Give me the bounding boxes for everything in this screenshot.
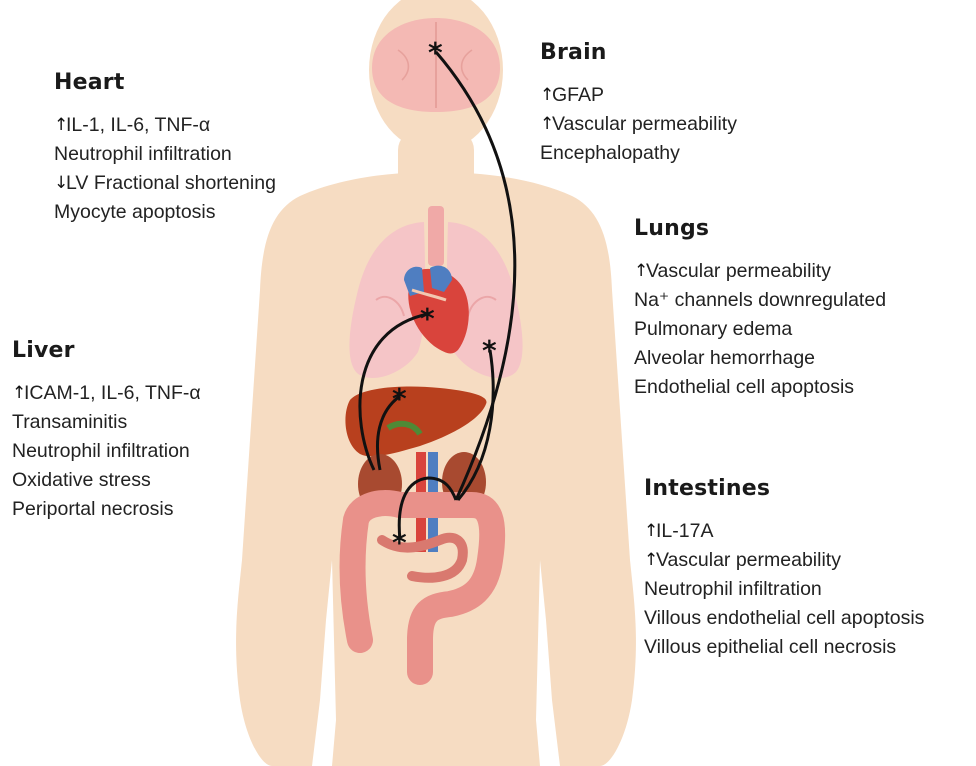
intestines-effect-item: ↑Vascular permeability (644, 546, 924, 575)
marker-intestines: * (392, 526, 407, 559)
brain-effect-text: Vascular permeability (552, 110, 737, 139)
intestines-effects: Intestines ↑IL-17A↑Vascular permeability… (644, 476, 924, 662)
brain-effect-item: ↑Vascular permeability (540, 110, 737, 139)
lungs-effect-item: ↑Vascular permeability (634, 257, 886, 286)
liver-effect-item: ↑ICAM-1, IL-6, TNF-α (12, 379, 201, 408)
marker-lungs: * (482, 334, 497, 367)
heart-effect-item: ↓LV Fractional shortening (54, 169, 276, 198)
heart-effect-item: ↑IL-1, IL-6, TNF-α (54, 111, 276, 140)
heart-effect-item: Myocyte apoptosis (54, 198, 276, 227)
heart-effect-text: LV Fractional shortening (66, 169, 276, 198)
brain-effect-item: Encephalopathy (540, 139, 737, 168)
marker-brain: * (428, 36, 443, 69)
intestines-effect-item: ↑IL-17A (644, 517, 924, 546)
lungs-effect-text: Endothelial cell apoptosis (634, 373, 854, 402)
liver-effect-text: Neutrophil infiltration (12, 437, 190, 466)
arrow-up-icon: ↑ (540, 110, 550, 139)
arrow-up-icon: ↑ (634, 257, 644, 286)
brain-effect-text: Encephalopathy (540, 139, 680, 168)
liver-effect-item: Periportal necrosis (12, 495, 201, 524)
marker-heart: * (420, 302, 435, 335)
liver-effect-text: Oxidative stress (12, 466, 151, 495)
heart-effect-text: IL-1, IL-6, TNF-α (66, 111, 210, 140)
intestines-effect-text: IL-17A (656, 517, 713, 546)
intestines-effect-item: Neutrophil infiltration (644, 575, 924, 604)
heart-title: Heart (54, 70, 276, 95)
arrow-up-icon: ↑ (644, 517, 654, 546)
intestines-effect-text: Neutrophil infiltration (644, 575, 822, 604)
arrow-up-icon: ↑ (644, 546, 654, 575)
liver-effect-item: Oxidative stress (12, 466, 201, 495)
lungs-effect-text: Alveolar hemorrhage (634, 344, 815, 373)
lungs-effect-text: Na⁺ channels downregulated (634, 286, 886, 315)
liver-effect-text: Transaminitis (12, 408, 127, 437)
intestines-effect-text: Villous endothelial cell apoptosis (644, 604, 924, 633)
heart-effect-text: Neutrophil infiltration (54, 140, 232, 169)
intestines-effect-item: Villous epithelial cell necrosis (644, 633, 924, 662)
brain-effect-text: GFAP (552, 81, 604, 110)
lungs-effect-item: Pulmonary edema (634, 315, 886, 344)
intestines-effect-text: Vascular permeability (656, 546, 841, 575)
intestines-title: Intestines (644, 476, 924, 501)
heart-effect-item: Neutrophil infiltration (54, 140, 276, 169)
liver-title: Liver (12, 338, 201, 363)
marker-liver: * (392, 382, 407, 415)
intestines-effect-text: Villous epithelial cell necrosis (644, 633, 896, 662)
liver-effect-item: Neutrophil infiltration (12, 437, 201, 466)
brain-effect-item: ↑GFAP (540, 81, 737, 110)
arrow-up-icon: ↑ (54, 111, 64, 140)
liver-effect-item: Transaminitis (12, 408, 201, 437)
arrow-up-icon: ↑ (540, 81, 550, 110)
lungs-effect-item: Endothelial cell apoptosis (634, 373, 886, 402)
lungs-title: Lungs (634, 216, 886, 241)
lungs-effect-text: Vascular permeability (646, 257, 831, 286)
liver-effect-text: ICAM-1, IL-6, TNF-α (24, 379, 201, 408)
lungs-effect-item: Alveolar hemorrhage (634, 344, 886, 373)
heart-effect-text: Myocyte apoptosis (54, 198, 216, 227)
liver-effect-text: Periportal necrosis (12, 495, 173, 524)
intestines-effect-item: Villous endothelial cell apoptosis (644, 604, 924, 633)
arrow-down-icon: ↓ (54, 169, 64, 198)
lungs-effect-text: Pulmonary edema (634, 315, 792, 344)
lungs-effect-item: Na⁺ channels downregulated (634, 286, 886, 315)
arrow-up-icon: ↑ (12, 379, 22, 408)
brain-title: Brain (540, 40, 737, 65)
